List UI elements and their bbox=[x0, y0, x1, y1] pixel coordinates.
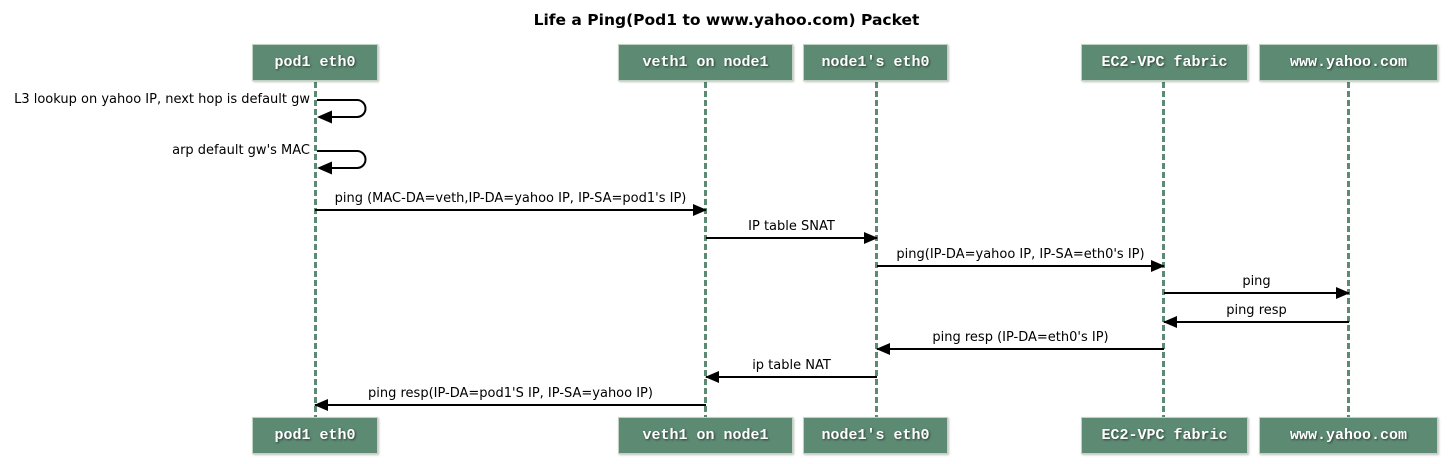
self-msg-arp-label: arp default gw's MAC bbox=[172, 143, 310, 158]
msg-line bbox=[314, 399, 706, 411]
msg-ping-pod1-to-veth1: ping (MAC-DA=veth,IP-DA=yahoo IP, IP-SA=… bbox=[315, 191, 707, 216]
lifeline-www-yahoo-com bbox=[1347, 82, 1350, 417]
arrowhead-left-icon bbox=[1163, 316, 1177, 328]
msg-ping-resp-yahoo-to-fabric: ping resp bbox=[1163, 303, 1349, 328]
msg-label: IP table SNAT bbox=[748, 219, 835, 234]
msg-label: ping (MAC-DA=veth,IP-DA=yahoo IP, IP-SA=… bbox=[334, 191, 687, 206]
msg-label: ping resp (IP-DA=eth0's IP) bbox=[932, 330, 1109, 345]
participant-ec2-vpc-fabric-bottom: EC2-VPC fabric bbox=[1081, 417, 1248, 454]
self-msg-l3-lookup-loop-arrow-icon bbox=[317, 99, 367, 124]
arrowhead-right-icon bbox=[1336, 287, 1350, 299]
participant-node1s-eth0-bottom: node1's eth0 bbox=[803, 417, 948, 454]
participant-veth1-on-node1-top: veth1 on node1 bbox=[618, 44, 793, 81]
participant-veth1-on-node1-bottom: veth1 on node1 bbox=[618, 417, 793, 454]
msg-line bbox=[705, 371, 877, 383]
msg-line bbox=[876, 343, 1164, 355]
msg-ping-fabric-to-yahoo: ping bbox=[1164, 274, 1350, 299]
lifeline-veth1-on-node1 bbox=[704, 82, 707, 417]
participant-pod1-eth0-bottom: pod1 eth0 bbox=[252, 417, 378, 454]
msg-ping-node1-to-fabric: ping(IP-DA=yahoo IP, IP-SA=eth0's IP) bbox=[877, 247, 1165, 272]
participant-www-yahoo-com-top: www.yahoo.com bbox=[1259, 44, 1438, 81]
self-msg-arp-loop-arrow-icon bbox=[317, 150, 367, 175]
participant-node1s-eth0-top: node1's eth0 bbox=[803, 44, 948, 81]
arrowhead-left-icon bbox=[876, 343, 890, 355]
msg-ip-table-snat: IP table SNAT bbox=[706, 219, 878, 244]
lifeline-node1s-eth0 bbox=[875, 82, 878, 417]
lifeline-pod1-eth0 bbox=[314, 82, 317, 417]
participant-www-yahoo-com-bottom: www.yahoo.com bbox=[1259, 417, 1438, 454]
participant-ec2-vpc-fabric-top: EC2-VPC fabric bbox=[1081, 44, 1248, 81]
arrowhead-right-icon bbox=[864, 232, 878, 244]
msg-ip-table-nat: ip table NAT bbox=[705, 358, 877, 383]
msg-label: ping(IP-DA=yahoo IP, IP-SA=eth0's IP) bbox=[896, 247, 1145, 262]
arrowhead-right-icon bbox=[693, 204, 707, 216]
msg-line bbox=[706, 232, 878, 244]
msg-line bbox=[1163, 316, 1349, 328]
diagram-title: Life a Ping(Pod1 to www.yahoo.com) Packe… bbox=[533, 11, 920, 29]
msg-line bbox=[1164, 287, 1350, 299]
msg-line bbox=[877, 260, 1165, 272]
msg-label: ip table NAT bbox=[752, 358, 831, 373]
msg-line bbox=[315, 204, 707, 216]
arrowhead-right-icon bbox=[1151, 260, 1165, 272]
msg-label: ping resp(IP-DA=pod1'S IP, IP-SA=yahoo I… bbox=[368, 386, 653, 401]
msg-ping-resp-veth1-to-pod1: ping resp(IP-DA=pod1'S IP, IP-SA=yahoo I… bbox=[314, 386, 706, 411]
arrowhead-left-icon bbox=[314, 399, 328, 411]
participant-pod1-eth0-top: pod1 eth0 bbox=[252, 44, 378, 81]
msg-ping-resp-fabric-to-node1: ping resp (IP-DA=eth0's IP) bbox=[876, 330, 1164, 355]
msg-label: ping bbox=[1242, 274, 1271, 289]
msg-label: ping resp bbox=[1226, 303, 1287, 318]
lifeline-ec2-vpc-fabric bbox=[1162, 82, 1165, 417]
self-msg-l3-lookup-label: L3 lookup on yahoo IP, next hop is defau… bbox=[14, 92, 310, 107]
arrowhead-left-icon bbox=[705, 371, 719, 383]
